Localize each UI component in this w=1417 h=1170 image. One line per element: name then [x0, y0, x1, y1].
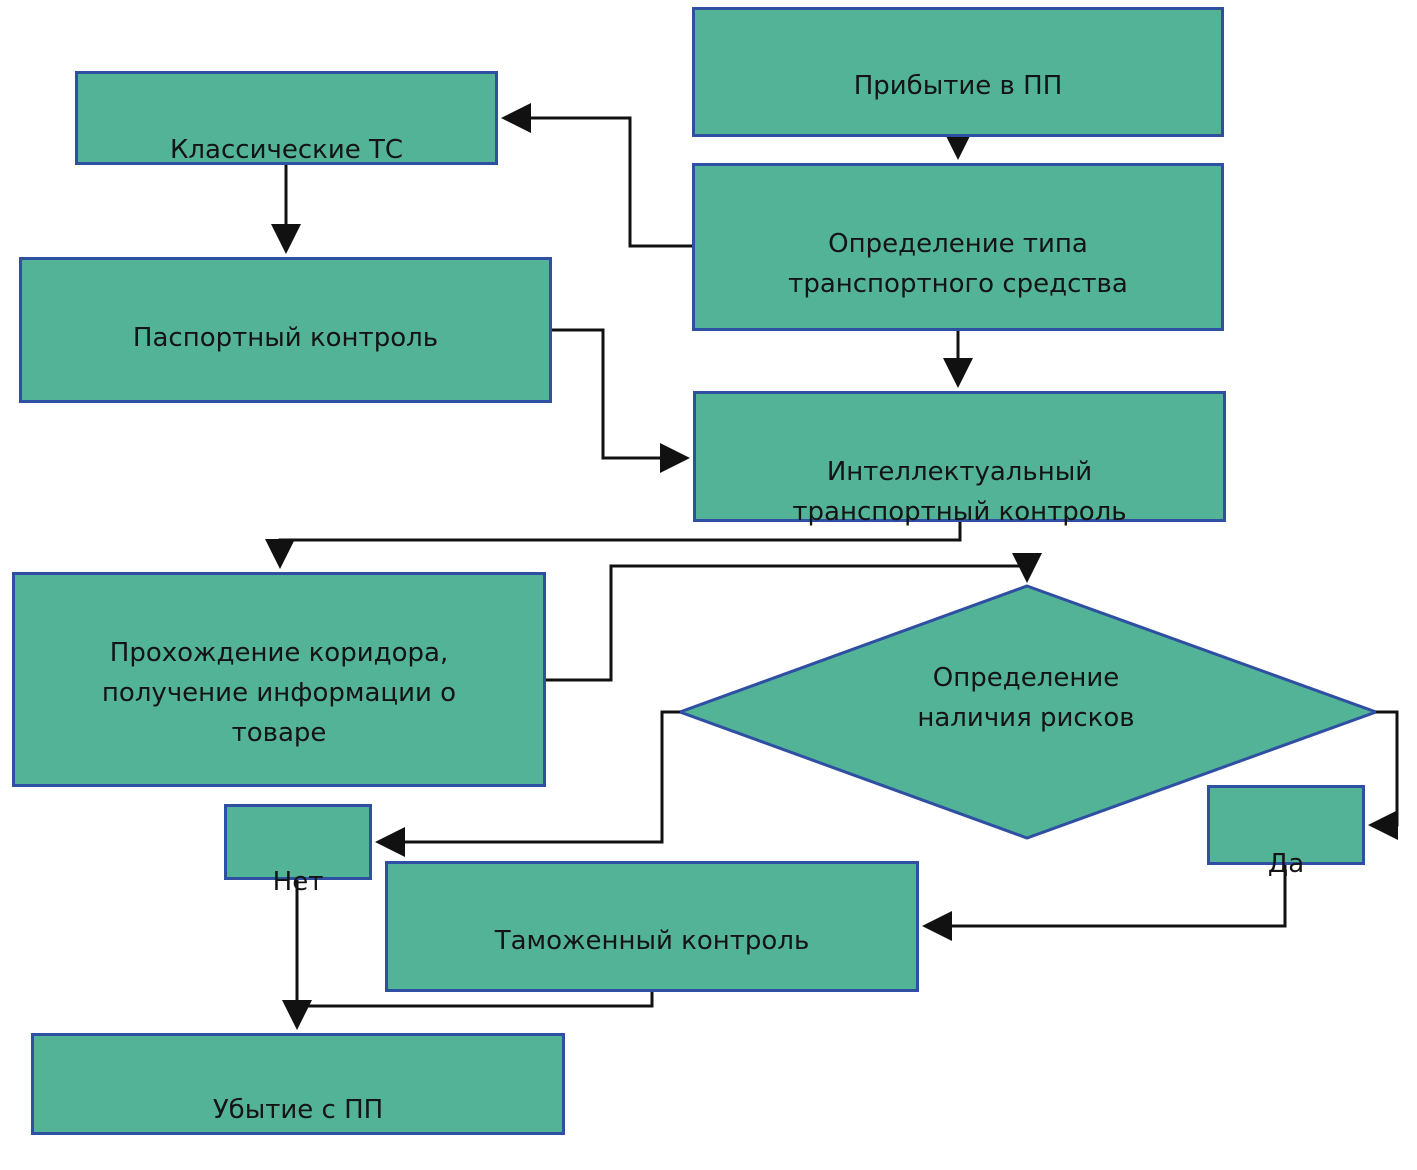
node-classic-vehicles[interactable]: Классические ТС [75, 71, 498, 165]
node-customs-control[interactable]: Таможенный контроль [385, 861, 919, 992]
node-yes-label: Да [1267, 849, 1305, 879]
node-classic-vehicles-label: Классические ТС [169, 135, 404, 165]
node-arrival[interactable]: Прибытие в ПП [692, 7, 1224, 137]
edge-corridor-to-risk [546, 553, 1042, 682]
node-customs-control-label: Таможенный контроль [494, 926, 810, 956]
node-passport-control[interactable]: Паспортный контроль [19, 257, 552, 403]
node-intelligent-transport-control[interactable]: Интеллектуальный транспортный контроль [693, 391, 1226, 527]
edge-intelligent-to-corridor [265, 522, 962, 569]
edge-risk-to-yes [1368, 710, 1399, 840]
node-corridor-passage-label: Прохождение коридора, получение информац… [101, 638, 457, 748]
node-departure[interactable]: Убытие с ПП [31, 1033, 565, 1135]
node-corridor-passage[interactable]: Прохождение коридора, получение информац… [12, 572, 546, 787]
node-passport-control-label: Паспортный контроль [132, 323, 439, 353]
node-no[interactable]: Нет [224, 804, 372, 897]
node-intelligent-transport-control-label: Интеллектуальный транспортный контроль [792, 457, 1127, 527]
node-no-label: Нет [272, 867, 324, 897]
node-yes[interactable]: Да [1207, 785, 1365, 879]
node-vehicle-type-label: Определение типа транспортного средства [788, 229, 1128, 299]
edge-yes-to-customs [922, 865, 1287, 941]
decision-diamond-risk[interactable] [675, 584, 1381, 840]
node-vehicle-type[interactable]: Определение типа транспортного средства [692, 163, 1224, 331]
edge-vehicle-type-to-classic [501, 103, 692, 248]
decision-risk-label: Определение наличия рисков [917, 663, 1135, 733]
edge-customs-to-departure [297, 992, 654, 1008]
edge-risk-to-no [375, 710, 680, 857]
node-arrival-label: Прибытие в ПП [853, 71, 1063, 101]
edge-passport-to-intelligent [552, 328, 690, 473]
node-departure-label: Убытие с ПП [212, 1095, 384, 1125]
